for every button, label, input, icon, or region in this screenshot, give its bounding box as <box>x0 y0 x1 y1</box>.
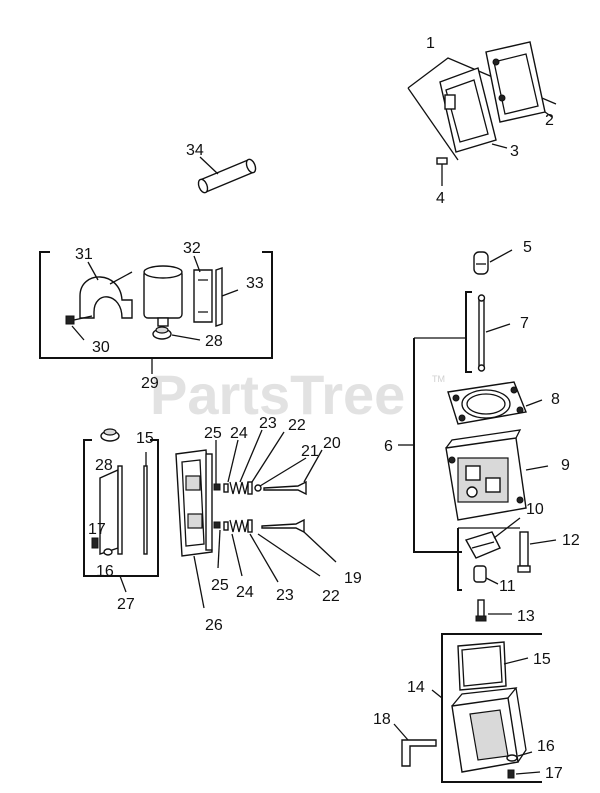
callout-31: 31 <box>75 246 93 263</box>
callout-16-left: 16 <box>96 563 114 580</box>
callout-22-lower: 22 <box>322 588 340 605</box>
callout-4: 4 <box>436 190 445 207</box>
callout-25-upper: 25 <box>204 425 222 442</box>
callout-8: 8 <box>551 391 560 408</box>
callout-22-upper: 22 <box>288 417 306 434</box>
callout-18: 18 <box>373 711 391 728</box>
callout-25-lower: 25 <box>211 577 229 594</box>
callout-1: 1 <box>426 35 435 52</box>
small-screw-part[interactable] <box>507 769 515 779</box>
callout-19: 19 <box>344 570 362 587</box>
stud-part[interactable] <box>517 531 531 573</box>
callout-24-lower: 24 <box>236 584 254 601</box>
bracket-part[interactable] <box>193 269 213 323</box>
callout-14: 14 <box>407 679 425 696</box>
dowel-tube-part[interactable] <box>197 158 258 194</box>
callout-23-upper: 23 <box>259 415 277 432</box>
head-assembly-bracket <box>413 338 462 553</box>
callout-20: 20 <box>323 435 341 452</box>
pushrod-frame <box>465 291 472 373</box>
callout-10: 10 <box>526 501 544 518</box>
breather-cover-part[interactable] <box>99 465 123 555</box>
callout-15-right: 15 <box>533 651 551 668</box>
callout-24-upper: 24 <box>230 425 248 442</box>
valve-cover-assembly[interactable] <box>407 41 557 176</box>
watermark-trademark: TM <box>432 374 445 384</box>
valve-cover-part[interactable] <box>451 687 527 773</box>
breather-screw-part[interactable] <box>91 537 99 549</box>
washer-part[interactable] <box>506 754 518 762</box>
callout-7: 7 <box>520 315 529 332</box>
breather-gasket-part[interactable] <box>143 465 148 555</box>
clamp-part[interactable] <box>79 271 133 319</box>
callout-17-left: 17 <box>88 521 106 538</box>
screw-part[interactable] <box>475 599 487 622</box>
callout-13: 13 <box>517 608 535 625</box>
callout-26: 26 <box>205 617 223 634</box>
callout-11: 11 <box>499 578 516 595</box>
callout-27: 27 <box>117 596 135 613</box>
push-rod-part[interactable] <box>477 294 486 372</box>
gasket-strip-part[interactable] <box>215 267 223 327</box>
crankcase-side-part[interactable] <box>175 449 213 557</box>
canister-part[interactable] <box>143 265 183 327</box>
callout-2: 2 <box>545 112 554 129</box>
lower-valve-train[interactable] <box>213 518 305 534</box>
breather-washer-part[interactable] <box>103 548 113 556</box>
breather-cap-part[interactable] <box>100 428 120 442</box>
cylinder-head-part[interactable] <box>445 429 527 521</box>
head-gasket-part[interactable] <box>447 381 527 425</box>
callout-3: 3 <box>510 143 519 160</box>
callout-30: 30 <box>92 339 110 356</box>
rocker-frame <box>457 528 462 591</box>
callout-23-lower: 23 <box>276 587 294 604</box>
cover-gasket-part[interactable] <box>457 641 507 691</box>
kit-29-frame <box>39 251 273 359</box>
callout-28-left: 28 <box>95 457 113 474</box>
kit-27-frame <box>83 439 159 577</box>
cap-part[interactable] <box>152 326 172 340</box>
callout-12: 12 <box>562 532 580 549</box>
kit-14-frame <box>441 633 542 783</box>
callout-34: 34 <box>186 142 204 159</box>
bolt-part[interactable] <box>65 315 93 325</box>
callout-17-right: 17 <box>545 765 563 782</box>
watermark-text: PartsTree <box>150 363 405 426</box>
callout-28-kit: 28 <box>205 333 223 350</box>
callout-21: 21 <box>301 443 319 460</box>
upper-valve-train[interactable] <box>213 480 307 496</box>
callout-32: 32 <box>183 240 201 257</box>
l-bracket-part[interactable] <box>401 739 437 767</box>
callout-9: 9 <box>561 457 570 474</box>
callout-15-left: 15 <box>136 430 154 447</box>
plug-part[interactable] <box>473 251 489 275</box>
callout-29: 29 <box>141 375 159 392</box>
pivot-part[interactable] <box>473 565 487 583</box>
rocker-part[interactable] <box>464 531 501 559</box>
callout-16-right: 16 <box>537 738 555 755</box>
callout-6: 6 <box>384 438 393 455</box>
callout-5: 5 <box>523 239 532 256</box>
callout-33: 33 <box>246 275 264 292</box>
